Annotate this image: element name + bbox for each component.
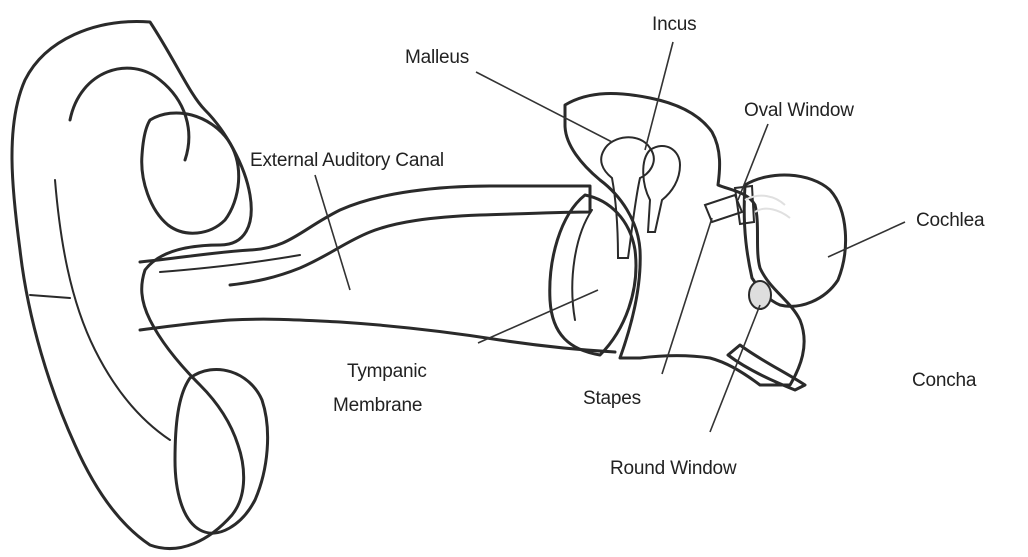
label-malleus: Malleus [405, 47, 469, 68]
label-incus: Incus [652, 14, 696, 35]
label-external-auditory-canal: External Auditory Canal [250, 150, 444, 171]
antihelix-fold [55, 180, 170, 440]
label-cochlea: Cochlea [916, 210, 985, 231]
leader-cochlea [828, 222, 905, 257]
leader-tympanic-membrane [478, 290, 598, 343]
tympanic-membrane-ring [572, 210, 592, 320]
incus-bone [643, 146, 680, 232]
tympanic-membrane [550, 195, 636, 355]
label-tympanic-membrane-line2: Membrane [333, 395, 422, 416]
leader-incus [645, 42, 673, 150]
label-round-window: Round Window [610, 458, 737, 479]
cochlea-spiral [781, 214, 820, 262]
round-window [749, 281, 771, 309]
earlobe-lump [175, 369, 268, 533]
middle-ear-cavity [565, 94, 804, 385]
label-tympanic-membrane-line1: Tympanic [347, 361, 427, 382]
leader-round-window [710, 305, 760, 432]
pinna [12, 22, 251, 549]
leader-malleus [476, 72, 612, 142]
external-auditory-canal-lower [140, 319, 615, 352]
leader-stapes [662, 218, 712, 374]
label-oval-window: Oval Window [744, 100, 854, 121]
label-stapes: Stapes [583, 388, 641, 409]
eustachian-tube [728, 345, 805, 390]
leader-external-auditory-canal [315, 175, 350, 290]
ear-crease [30, 295, 70, 298]
label-concha: Concha [912, 370, 977, 391]
external-auditory-canal [140, 186, 590, 285]
tragus-upper [142, 113, 239, 233]
